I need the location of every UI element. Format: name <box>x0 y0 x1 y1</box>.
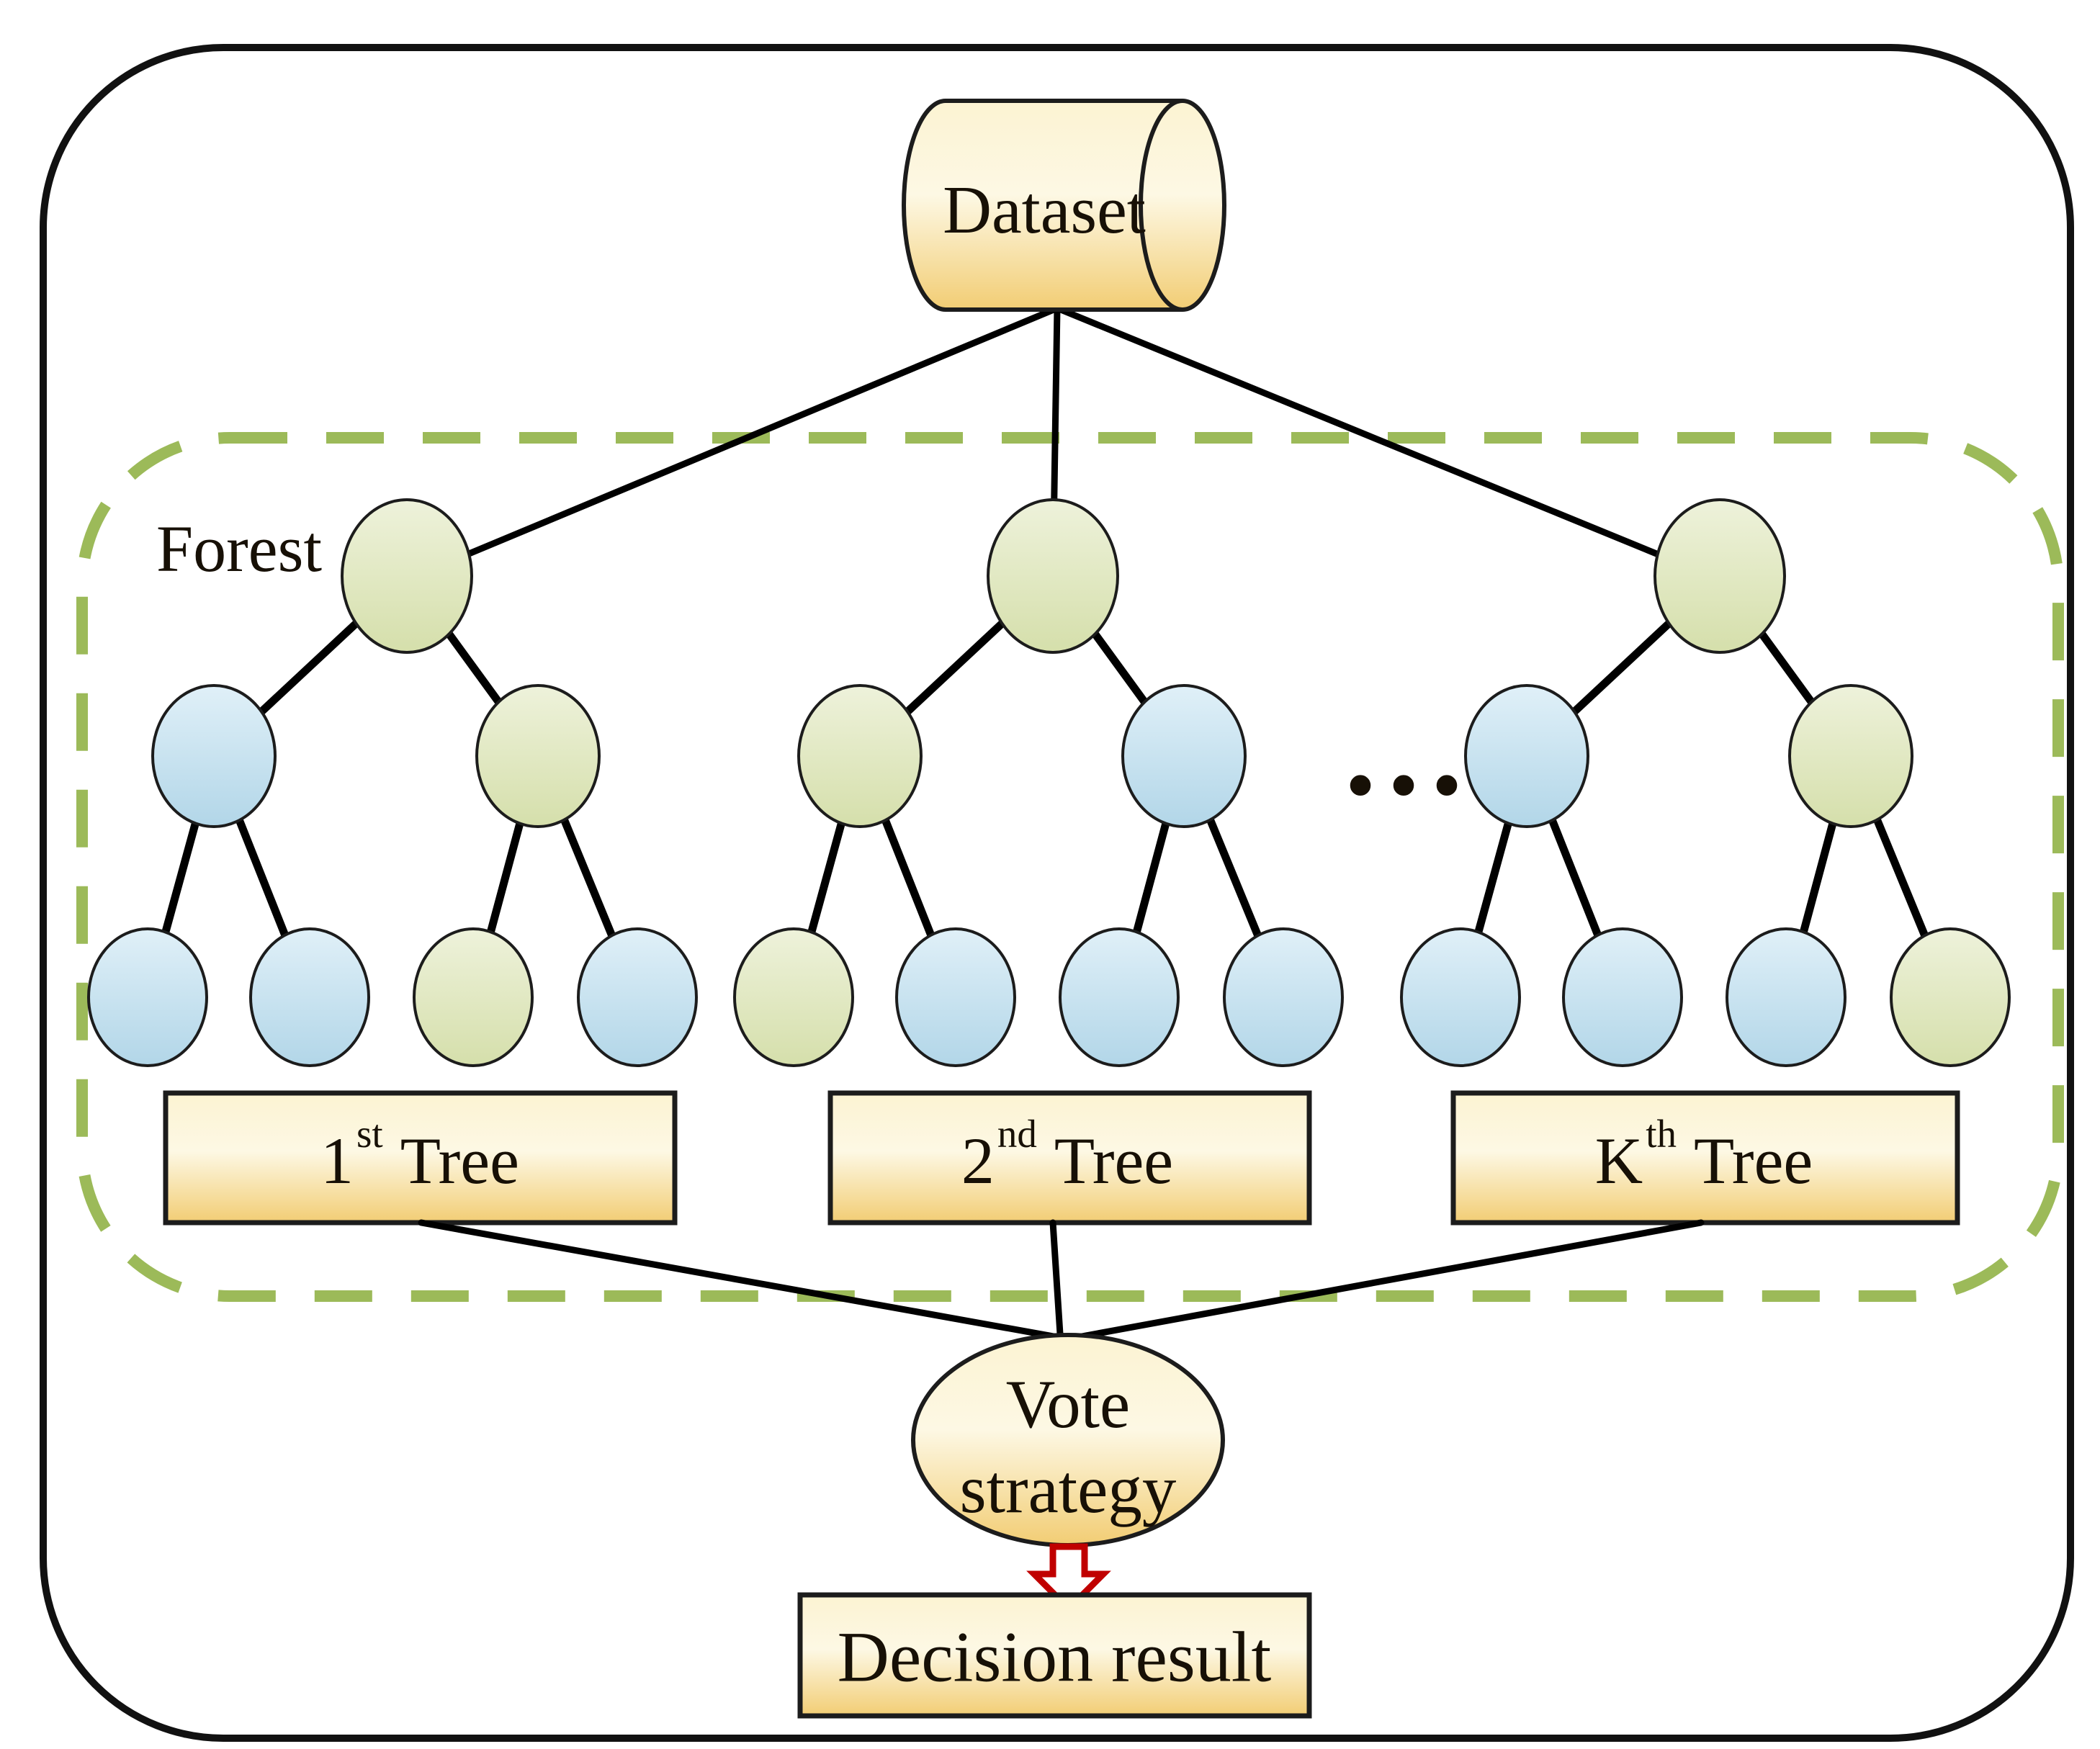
tree2-label-ordinal: nd <box>997 1112 1037 1156</box>
tree-1-root-node-green <box>341 498 473 654</box>
vote-strategy-node: Vote strategy <box>911 1333 1225 1547</box>
tree1-label: 1st Tree <box>320 1112 519 1198</box>
tree3-label-word: Tree <box>1694 1124 1813 1197</box>
tree-1-child-1-node-blue <box>151 684 277 828</box>
tree-2-child-1-node-green <box>797 684 923 828</box>
down-arrow-icon <box>1026 1543 1111 1614</box>
vote-strategy-label-line1: Vote <box>1006 1366 1130 1442</box>
dataset-cylinder-cap-edge <box>1139 99 1183 312</box>
tree3-to-vote-line <box>1015 1219 1705 1352</box>
tree-2-leaf-3-node-blue <box>1059 927 1180 1067</box>
tree-2-leaf-2-node-blue <box>895 927 1016 1067</box>
tree1-label-number: 1 <box>320 1124 354 1197</box>
tree1-to-vote-line <box>418 1219 1121 1352</box>
tree-3-leaf-4-node-green <box>1890 927 2011 1067</box>
tree-2-leaf-4-node-blue <box>1223 927 1344 1067</box>
decision-result-box <box>797 1592 1312 1719</box>
tree3-label-ordinal: th <box>1646 1112 1677 1156</box>
tree2-label: 2nd Tree <box>961 1112 1173 1198</box>
dataset-label: Dataset <box>943 173 1146 248</box>
tree3-label-number: K <box>1595 1124 1643 1197</box>
tree-3-root-node-green <box>1653 498 1786 654</box>
tree-3-child-2-node-green <box>1788 684 1913 828</box>
outer-frame-border <box>40 44 2074 1742</box>
tree-3-leaf-1-node-blue <box>1400 927 1521 1067</box>
tree-1-child-2-node-green <box>475 684 601 828</box>
tree-2-child-2-node-blue <box>1121 684 1247 828</box>
more-trees-ellipsis: ••• <box>1345 737 1475 833</box>
decision-result-label: Decision result <box>838 1617 1272 1697</box>
vote-strategy-label-line2: strategy <box>960 1451 1177 1527</box>
tree-3-child-1-node-blue <box>1464 684 1589 828</box>
decision-result-node: Decision result <box>797 1592 1312 1719</box>
vote-connectors <box>418 1219 1705 1352</box>
tree2-label-number: 2 <box>961 1124 995 1197</box>
tree2-label-word: Tree <box>1054 1124 1173 1197</box>
tree-1-leaf-2-node-blue <box>249 927 370 1067</box>
tree-2-leaf-1-node-green <box>733 927 854 1067</box>
tree3-label: Kth Tree <box>1595 1112 1813 1198</box>
tree-nodes <box>87 498 2011 1067</box>
dataset-to-tree1-line <box>403 305 1061 583</box>
tree3-label-box <box>1450 1090 1960 1226</box>
tree-1-leaf-4-node-blue <box>577 927 698 1067</box>
tree-2-root-node-green <box>987 498 1119 654</box>
tree-1-leaf-3-node-green <box>413 927 534 1067</box>
tree-3-leaf-3-node-blue <box>1726 927 1847 1067</box>
dataset-cylinder: Dataset <box>902 99 1226 312</box>
tree-label-plates: 1st Tree 2nd Tree Kth Tree <box>163 1090 1960 1226</box>
tree-3-leaf-2-node-blue <box>1562 927 1683 1067</box>
tree1-label-ordinal: st <box>356 1112 383 1156</box>
tree1-label-word: Tree <box>400 1124 519 1197</box>
tree-1-leaf-1-node-blue <box>87 927 208 1067</box>
forest-label: Forest <box>156 512 322 585</box>
tree2-to-vote-line <box>1049 1219 1064 1349</box>
tree2-label-box <box>827 1090 1312 1226</box>
dataset-to-tree3-line <box>1054 305 1723 583</box>
